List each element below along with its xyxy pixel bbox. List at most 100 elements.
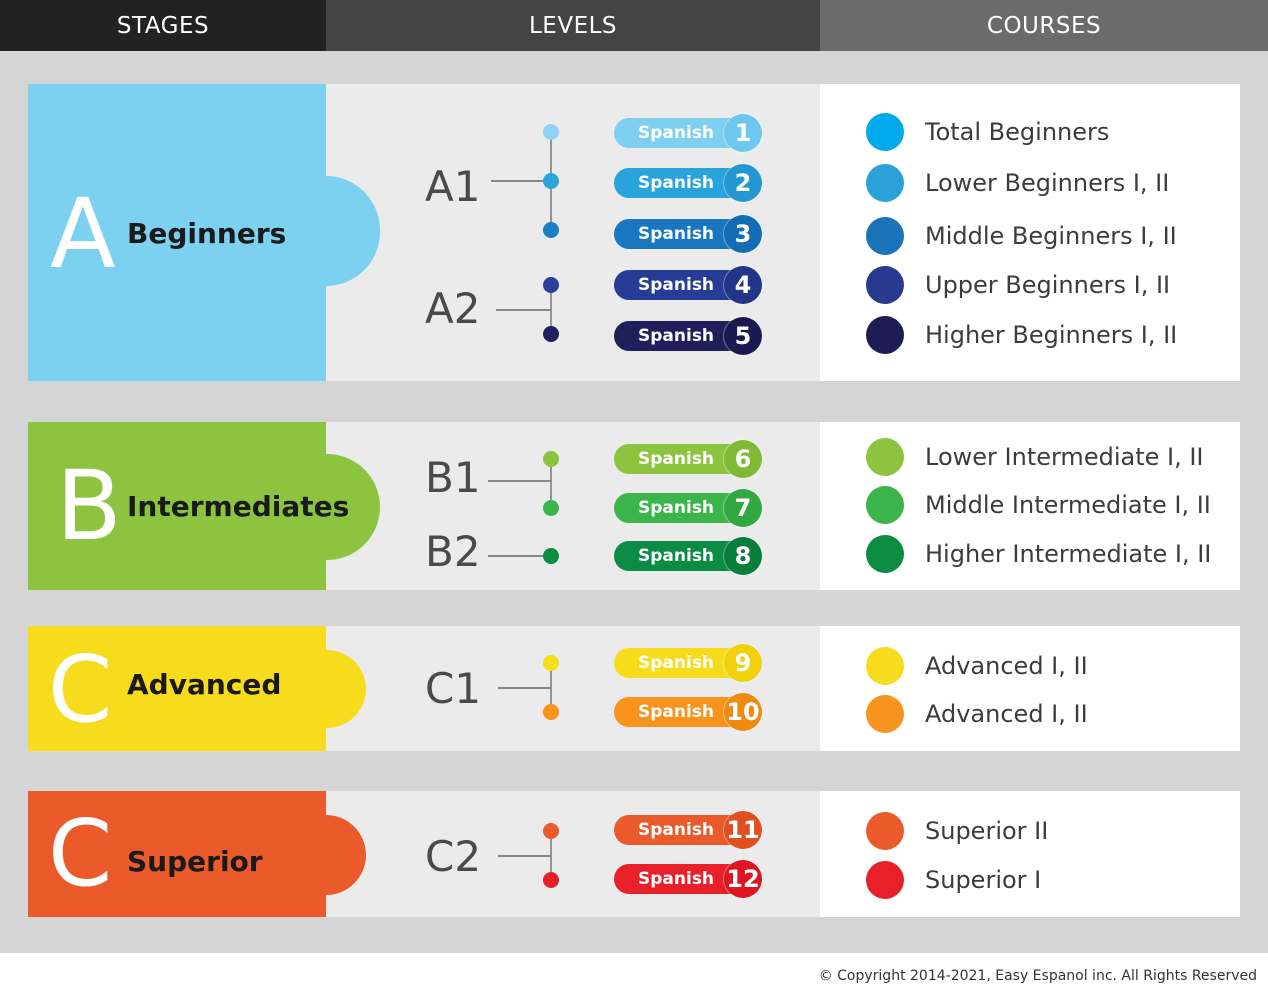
- level-dot: [543, 548, 559, 564]
- course-dot: [866, 812, 904, 850]
- level-label: C1: [425, 664, 482, 713]
- stage-panel: [28, 791, 326, 917]
- course-dot: [866, 316, 904, 354]
- pill-number: 8: [724, 537, 762, 575]
- stage-row-superior: C Superior C2 Spanish 11 Spanish 12 Superi…: [28, 791, 1240, 917]
- course-item: Higher Beginners I, II: [820, 315, 1240, 355]
- course-label: Higher Intermediate I, II: [925, 540, 1212, 568]
- header-stages: STAGES: [0, 0, 326, 51]
- course-pill-1: Spanish 1: [614, 114, 762, 152]
- course-label: Middle Beginners I, II: [925, 222, 1177, 250]
- course-item: Superior II: [820, 811, 1240, 851]
- pill-number: 3: [724, 215, 762, 253]
- pill-number: 7: [724, 489, 762, 527]
- course-label: Lower Intermediate I, II: [925, 443, 1204, 471]
- level-connector: [488, 451, 559, 564]
- course-label: Middle Intermediate I, II: [925, 491, 1211, 519]
- level-connector: [498, 823, 559, 888]
- course-label: Superior II: [925, 817, 1049, 845]
- course-pill-11: Spanish 11: [614, 811, 762, 849]
- stage-letter: C: [48, 800, 113, 907]
- course-pill-9: Spanish 9: [614, 644, 762, 682]
- pill-number: 5: [724, 317, 762, 355]
- pill-text: Spanish: [638, 123, 715, 143]
- pill-number: 2: [724, 164, 762, 202]
- pill-text: Spanish: [638, 224, 715, 244]
- course-pill-12: Spanish 12: [614, 860, 762, 898]
- stage-name: Beginners: [127, 217, 287, 250]
- pill-number: 6: [724, 440, 762, 478]
- pill-text: Spanish: [638, 869, 715, 889]
- course-label: Lower Beginners I, II: [925, 169, 1170, 197]
- course-label: Advanced I, II: [925, 652, 1088, 680]
- level-dot: [543, 222, 559, 238]
- pill-number: 12: [724, 860, 762, 898]
- pill-number: 4: [724, 266, 762, 304]
- level-label: A2: [425, 284, 481, 333]
- level-label: B1: [425, 453, 481, 502]
- course-item: Total Beginners: [820, 112, 1240, 152]
- stage-name: Intermediates: [127, 490, 350, 523]
- course-item: Higher Intermediate I, II: [820, 534, 1240, 574]
- course-item: Advanced I, II: [820, 694, 1240, 734]
- stage-panel: [28, 422, 326, 590]
- course-item: Advanced I, II: [820, 646, 1240, 686]
- stage-letter: C: [48, 636, 113, 743]
- pill-text: Spanish: [638, 820, 715, 840]
- level-dot: [543, 124, 559, 140]
- course-dot: [866, 535, 904, 573]
- pill-number: 11: [724, 811, 762, 849]
- level-label: A1: [425, 162, 481, 211]
- copyright-footer: © Copyright 2014-2021, Easy Espanol inc.…: [818, 968, 1257, 984]
- course-dot: [866, 266, 904, 304]
- pill-number: 9: [724, 644, 762, 682]
- course-dot: [866, 695, 904, 733]
- course-label: Advanced I, II: [925, 700, 1088, 728]
- course-label: Higher Beginners I, II: [925, 321, 1178, 349]
- level-dot: [543, 277, 559, 293]
- stage-name: Superior: [127, 845, 263, 878]
- level-dot: [543, 451, 559, 467]
- pill-text: Spanish: [638, 702, 715, 722]
- course-pill-6: Spanish 6: [614, 440, 762, 478]
- stage-panel: [28, 626, 326, 751]
- course-dot: [866, 486, 904, 524]
- course-item: Middle Beginners I, II: [820, 216, 1240, 256]
- pill-text: Spanish: [638, 326, 715, 346]
- course-dot: [866, 113, 904, 151]
- level-label: B2: [425, 527, 481, 576]
- course-item: Middle Intermediate I, II: [820, 485, 1240, 525]
- level-label: C2: [425, 832, 482, 881]
- stage-panel: [28, 84, 326, 381]
- course-label: Upper Beginners I, II: [925, 271, 1171, 299]
- course-item: Upper Beginners I, II: [820, 265, 1240, 305]
- pill-number: 1: [724, 114, 762, 152]
- course-pill-8: Spanish 8: [614, 537, 762, 575]
- pill-text: Spanish: [638, 546, 715, 566]
- course-dot: [866, 861, 904, 899]
- level-dot: [543, 500, 559, 516]
- course-dot: [866, 647, 904, 685]
- course-label: Superior I: [925, 866, 1042, 894]
- course-pill-5: Spanish 5: [614, 317, 762, 355]
- pill-text: Spanish: [638, 449, 715, 469]
- header-levels: LEVELS: [326, 0, 820, 51]
- level-dot: [543, 326, 559, 342]
- level-connector: [498, 655, 559, 720]
- level-dot: [543, 823, 559, 839]
- stage-name: Advanced: [127, 668, 282, 701]
- level-dot: [543, 704, 559, 720]
- course-dot: [866, 217, 904, 255]
- stage-letter: B: [56, 450, 122, 562]
- course-dot: [866, 438, 904, 476]
- pill-text: Spanish: [638, 653, 715, 673]
- course-label: Total Beginners: [925, 118, 1110, 146]
